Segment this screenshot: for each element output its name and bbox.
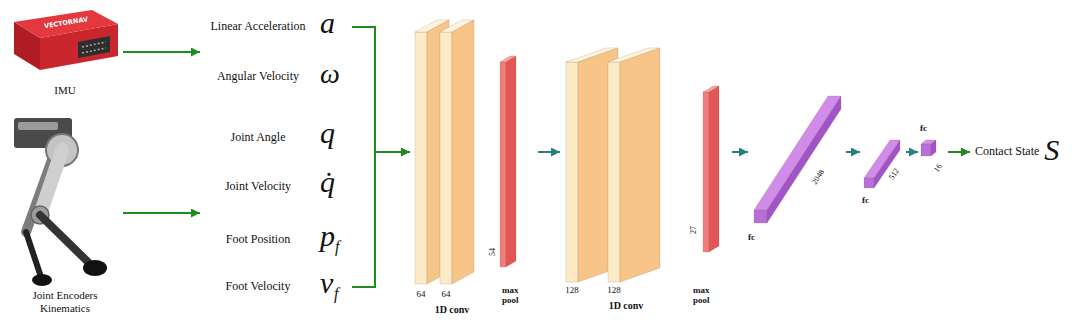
layer-face <box>620 48 660 282</box>
node-label: Linear Acceleration <box>211 20 306 34</box>
node-label: fc <box>748 232 755 242</box>
layer-face <box>709 86 719 252</box>
layer-face <box>754 96 841 210</box>
imu-face <box>14 10 118 38</box>
node-label: f <box>334 285 338 303</box>
robot-foot <box>83 260 107 276</box>
layer-face <box>415 32 427 284</box>
node-label: 64 <box>442 289 451 299</box>
node-label: 512 <box>887 166 901 181</box>
node-label: Angular Velocity <box>217 70 299 84</box>
layer-shape <box>488 40 538 310</box>
node-label: S <box>1044 133 1059 168</box>
fc-layer: 16 fc <box>918 118 948 192</box>
layer-shape <box>410 10 488 318</box>
connector-pins <box>82 48 106 53</box>
merge-bracket <box>352 27 375 287</box>
node-label: p <box>320 219 335 254</box>
node-label: 128 <box>565 285 579 295</box>
robot-leg-picture <box>14 118 107 286</box>
node-label: max pool <box>693 285 721 306</box>
node-label: ω <box>320 58 340 90</box>
layer-face <box>931 140 936 156</box>
robot-foot <box>32 274 52 286</box>
flow-arrow <box>538 151 560 153</box>
layer-face <box>608 62 620 282</box>
node-label: 54 <box>488 248 497 256</box>
layer-face <box>566 62 578 282</box>
fc-layer: 512 fc <box>860 112 906 212</box>
layer-shape <box>688 80 732 316</box>
node-label: 1D conv <box>609 300 644 312</box>
imu-picture <box>14 10 118 70</box>
flow-arrow <box>846 151 860 153</box>
node-label: 2048 <box>810 168 826 186</box>
node-label: 27 <box>689 226 698 234</box>
conv-block: 64 64 1D conv <box>410 10 488 318</box>
pool-layer: 54 max pool <box>488 40 538 310</box>
node-label: v <box>320 266 333 301</box>
layer-face <box>703 92 709 252</box>
layer-shape <box>748 82 846 252</box>
sensor-picture: Joint Encoders Kinematics <box>8 108 123 320</box>
node-label: Foot Position <box>226 233 290 247</box>
flow-arrow <box>375 151 410 153</box>
layer-face <box>440 32 452 284</box>
layer-face <box>506 56 516 267</box>
node-label: 16 <box>932 162 944 174</box>
layer-face <box>921 144 931 156</box>
connector-pins <box>82 42 106 47</box>
robot-shin <box>40 215 88 262</box>
node-label: max pool <box>502 285 530 306</box>
fc-layer: 2048 fc <box>748 82 846 252</box>
input-list: Linear Acceleration aAngular Velocity ωJoi… <box>200 5 375 305</box>
flow-arrow <box>906 151 918 153</box>
layer-face <box>874 140 900 188</box>
robot-shin <box>26 232 40 274</box>
robot-thigh <box>40 150 62 215</box>
imu-connector <box>78 36 110 58</box>
node-label: q̇ <box>320 165 335 200</box>
node-label: fc <box>920 123 927 133</box>
node-label: Contact State <box>975 145 1039 159</box>
flow-arrow <box>732 151 748 153</box>
node-label: 128 <box>607 285 621 295</box>
pool-layer: 27 max pool <box>688 80 732 316</box>
output-state: Contact State S <box>970 132 1070 172</box>
layer-face <box>452 20 474 284</box>
node-label: q <box>320 116 335 151</box>
node-label: f <box>335 238 339 256</box>
flow-arrow <box>123 51 200 53</box>
flow-arrow <box>948 151 970 153</box>
node-label: a <box>320 6 335 41</box>
layer-shape <box>560 40 678 318</box>
node-label: IMU <box>54 84 75 97</box>
node-label: Joint Velocity <box>225 180 291 194</box>
layer-face <box>864 178 874 188</box>
node-label: fc <box>862 195 869 205</box>
flow-arrow <box>123 212 200 214</box>
node-label: 64 <box>417 289 426 299</box>
layer-face <box>500 62 506 267</box>
layer-face <box>754 210 767 223</box>
sensor-picture: IMU <box>8 4 123 99</box>
node-label: 1D conv <box>435 304 470 316</box>
conv-block: 128 128 1D conv <box>560 40 678 318</box>
node-label: Foot Velocity <box>226 280 291 294</box>
node-label: Joint Encoders Kinematics <box>20 289 110 314</box>
robot-plate <box>18 122 58 130</box>
node-label: Joint Angle <box>230 131 285 145</box>
layer-face <box>767 96 841 223</box>
